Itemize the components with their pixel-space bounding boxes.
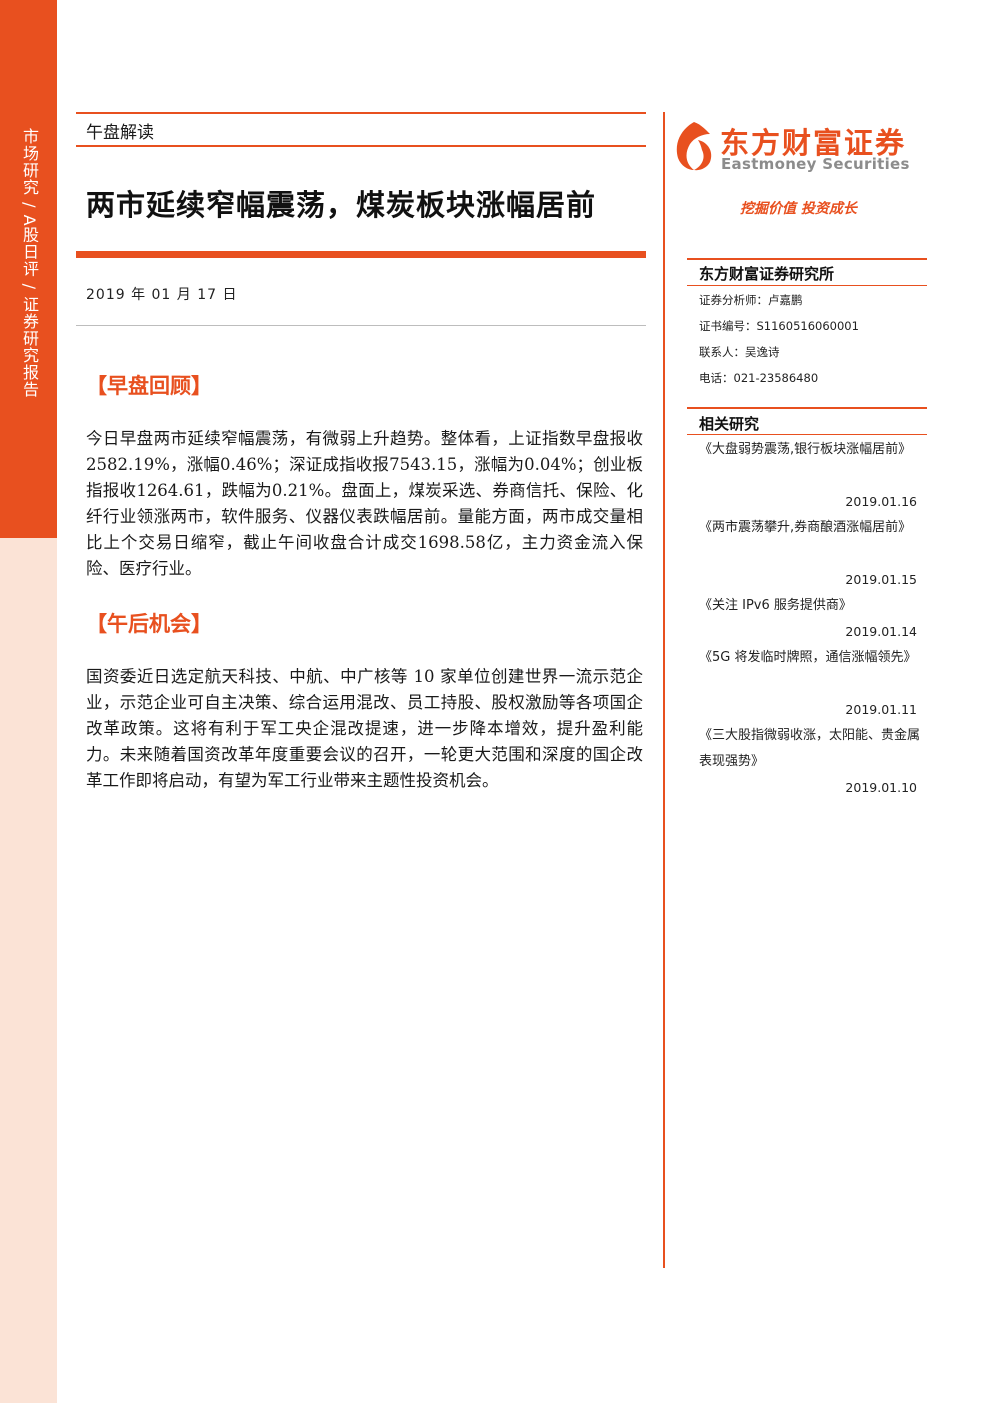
date-divider bbox=[76, 325, 646, 326]
title-thick-rule bbox=[76, 251, 646, 258]
analyst-name: 证券分析师：卢嘉鹏 bbox=[699, 293, 803, 307]
related-item-title[interactable]: 《关注 IPv6 服务提供商》 bbox=[699, 598, 852, 613]
brand-name-cn: 东方财富证券 bbox=[720, 126, 907, 160]
sidebar-label: 市场研究 / A股日评 / 证券研究报告 bbox=[20, 128, 39, 399]
related-item-date: 2019.01.14 bbox=[845, 624, 917, 639]
header-top-rule bbox=[76, 112, 646, 114]
related-item-date: 2019.01.10 bbox=[845, 780, 917, 795]
contact-person: 联系人：吴逸诗 bbox=[699, 345, 780, 359]
institution-name: 东方财富证券研究所 bbox=[699, 265, 835, 283]
section-heading-morning-review: 【早盘回顾】 bbox=[86, 373, 212, 398]
related-item-date: 2019.01.16 bbox=[845, 494, 917, 509]
related-item-title[interactable]: 《两市震荡攀升,券商酿酒涨幅居前》 bbox=[699, 520, 912, 535]
related-top-rule bbox=[687, 407, 927, 409]
report-category: 午盘解读 bbox=[86, 123, 154, 143]
page-title: 两市延续窄幅震荡，煤炭板块涨幅居前 bbox=[86, 188, 597, 222]
eastmoney-logo-icon bbox=[676, 122, 712, 171]
section-body-morning-review: 今日早盘两市延续窄幅震荡，有微弱上升趋势。整体看，上证指数早盘报收2582.19… bbox=[86, 429, 643, 578]
license-number: 证书编号：S1160516060001 bbox=[699, 319, 859, 333]
related-bottom-rule bbox=[687, 434, 927, 435]
brand-name-en: Eastmoney Securities bbox=[721, 155, 910, 173]
institution-top-rule bbox=[687, 258, 927, 260]
report-date: 2019 年 01 月 17 日 bbox=[86, 287, 238, 303]
institution-bottom-rule bbox=[687, 285, 927, 286]
section-body-afternoon-opportunity: 国资委近日选定航天科技、中航、中广核等 10 家单位创建世界一流示范企业，示范企… bbox=[86, 667, 643, 790]
section-heading-afternoon-opportunity: 【午后机会】 bbox=[86, 611, 212, 636]
related-item-title[interactable]: 《三大股指微弱收涨，太阳能、贵金属表现强势》 bbox=[699, 728, 921, 769]
sidebar: 市场研究 / A股日评 / 证券研究报告 bbox=[0, 0, 57, 1403]
related-item-date: 2019.01.11 bbox=[845, 702, 917, 717]
brand-slogan: 挖掘价值 投资成长 bbox=[740, 201, 857, 217]
related-item-title[interactable]: 《5G 将发临时牌照，通信涨幅领先》 bbox=[699, 650, 917, 665]
contact-phone: 电话：021-23586480 bbox=[699, 371, 819, 385]
column-divider bbox=[663, 112, 665, 1268]
related-research-title: 相关研究 bbox=[699, 415, 760, 433]
header-category-rule bbox=[76, 145, 646, 147]
sidebar-accent-band bbox=[0, 0, 57, 538]
related-item-date: 2019.01.15 bbox=[845, 572, 917, 587]
related-item-title[interactable]: 《大盘弱势震荡,银行板块涨幅居前》 bbox=[699, 442, 912, 457]
